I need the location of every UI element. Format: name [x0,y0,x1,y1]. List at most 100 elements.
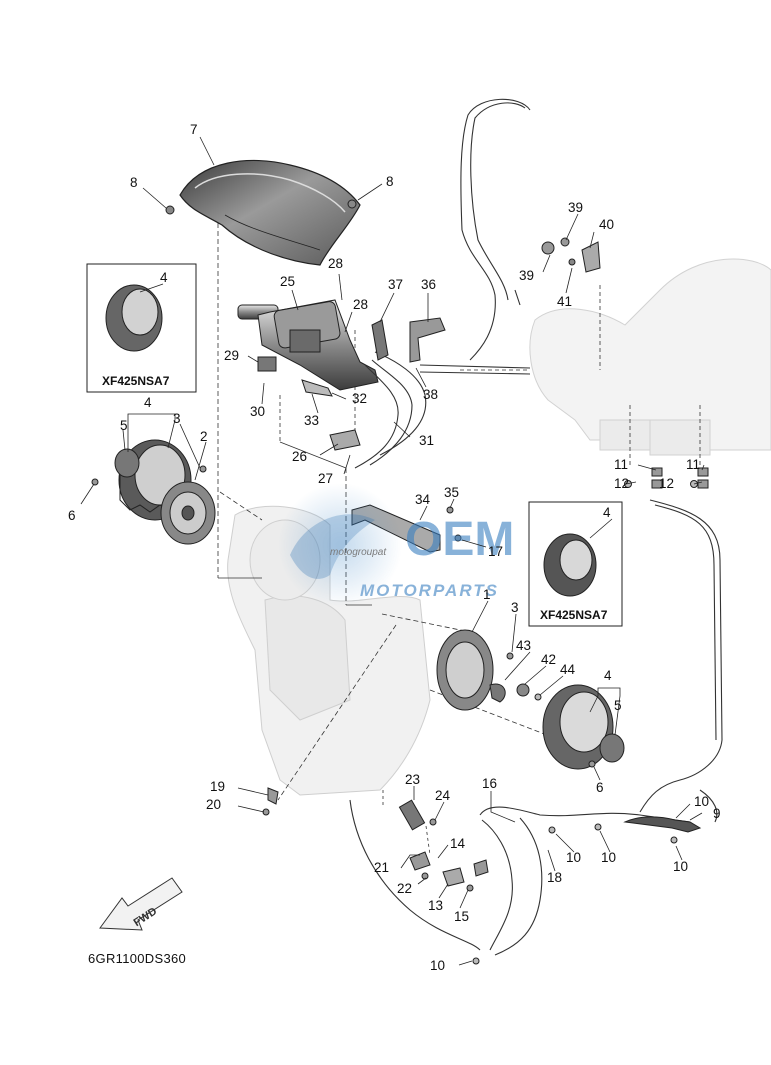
callout-38: 38 [423,387,438,402]
flywheel-cover-inset-left [105,284,163,352]
callout-36: 36 [421,277,436,292]
callout-33: 33 [304,413,319,428]
callout-3: 3 [173,411,181,426]
bolt-8-left [165,205,175,215]
bolt-6-right [588,760,596,768]
callout-10: 10 [566,850,581,865]
fwd-arrow-icon: FWD [99,877,183,931]
callout-6: 6 [68,508,76,523]
bolt-8-right [347,199,357,209]
flywheel-cover-inset-right [543,533,597,597]
callout-18: 18 [547,870,562,885]
callout-21: 21 [374,860,389,875]
callout-10: 10 [430,958,445,973]
bracket-32-33 [301,379,333,397]
clamp-21-22 [409,851,431,880]
callout-5: 5 [614,698,622,713]
inset-right: XF425NSA7 [528,501,623,627]
callout-9: 9 [713,806,721,821]
callout-2: 2 [200,429,208,444]
disc-5-left [114,448,140,478]
bolt-24 [429,818,437,826]
wire-harness [349,98,723,956]
bolt-3-right [506,652,514,660]
part-callouts: 7 8 8 28 28 25 37 36 29 30 33 32 38 31 2… [68,122,721,973]
callout-35: 35 [444,485,459,500]
callout-4: 4 [144,395,152,410]
callout-12: 12 [614,476,629,491]
callout-4: 4 [604,668,612,683]
mounting-bracket-ghost [529,258,771,456]
callout-10: 10 [673,859,688,874]
callout-6: 6 [596,780,604,795]
callout-15: 15 [454,909,469,924]
callout-8: 8 [386,174,394,189]
diagram-code: 6GR1100DS360 [88,951,186,966]
nut-42 [516,683,530,697]
callout-39: 39 [519,268,534,283]
callout-16: 16 [482,776,497,791]
bolt-19-20 [262,787,279,816]
callout-4: 4 [160,270,168,285]
flywheel-cover-right-4 [542,684,614,770]
fitting-13-14-15 [442,867,474,892]
harness-26-27 [329,429,361,451]
callout-20: 20 [206,797,221,812]
callout-28: 28 [353,297,368,312]
callout-22: 22 [397,881,412,896]
callout-23: 23 [405,772,420,787]
callout-10: 10 [601,850,616,865]
callout-1: 1 [483,587,491,602]
callout-7: 7 [190,122,198,137]
rotor-plate-2 [160,481,216,545]
callout-4: 4 [603,505,611,520]
callout-3: 3 [511,600,519,615]
watermark-sub: MOTORPARTS [360,581,499,600]
callout-24: 24 [435,788,451,803]
callout-25: 25 [280,274,295,289]
ring-43 [489,683,506,703]
watermark-stamp: motogroupat [330,547,387,558]
roller-23 [398,799,426,831]
stator-plate-1 [436,629,494,711]
callout-34: 34 [415,492,431,507]
bolt-6-left [91,478,99,486]
cover-part-7 [179,159,361,266]
callout-27: 27 [318,471,333,486]
inset-right-model: XF425NSA7 [540,608,608,622]
callout-29: 29 [224,348,239,363]
callout-14: 14 [450,836,466,851]
inset-left-model: XF425NSA7 [102,374,170,388]
callout-11: 11 [614,457,628,472]
watermark-brand: OEM [405,513,514,566]
bracket-36-37 [371,317,446,363]
callout-19: 19 [210,779,225,794]
motor-part-25 [237,299,379,391]
callout-12: 12 [659,476,674,491]
callout-5: 5 [120,418,128,433]
callout-13: 13 [428,898,443,913]
inset-left: XF425NSA7 [86,263,197,393]
callout-17: 17 [488,544,503,559]
hose-9 [623,816,702,833]
callout-37: 37 [388,277,403,292]
callout-41: 41 [557,294,572,309]
callout-30: 30 [250,404,265,419]
fittings-39-40-41 [541,237,601,273]
callout-43: 43 [516,638,531,653]
callout-10: 10 [694,794,709,809]
plate-29 [257,356,277,372]
sensor-35-17 [446,506,462,542]
disc-5-right [599,733,625,763]
callout-39: 39 [568,200,583,215]
callout-26: 26 [292,449,307,464]
callout-40: 40 [599,217,614,232]
connector-16 [473,859,489,877]
watermark: OEM MOTORPARTS motogroupat [278,483,514,607]
bolt-3-left [199,465,207,473]
callout-32: 32 [352,391,367,406]
callout-42: 42 [541,652,556,667]
callout-28: 28 [328,256,343,271]
callout-44: 44 [560,662,576,677]
